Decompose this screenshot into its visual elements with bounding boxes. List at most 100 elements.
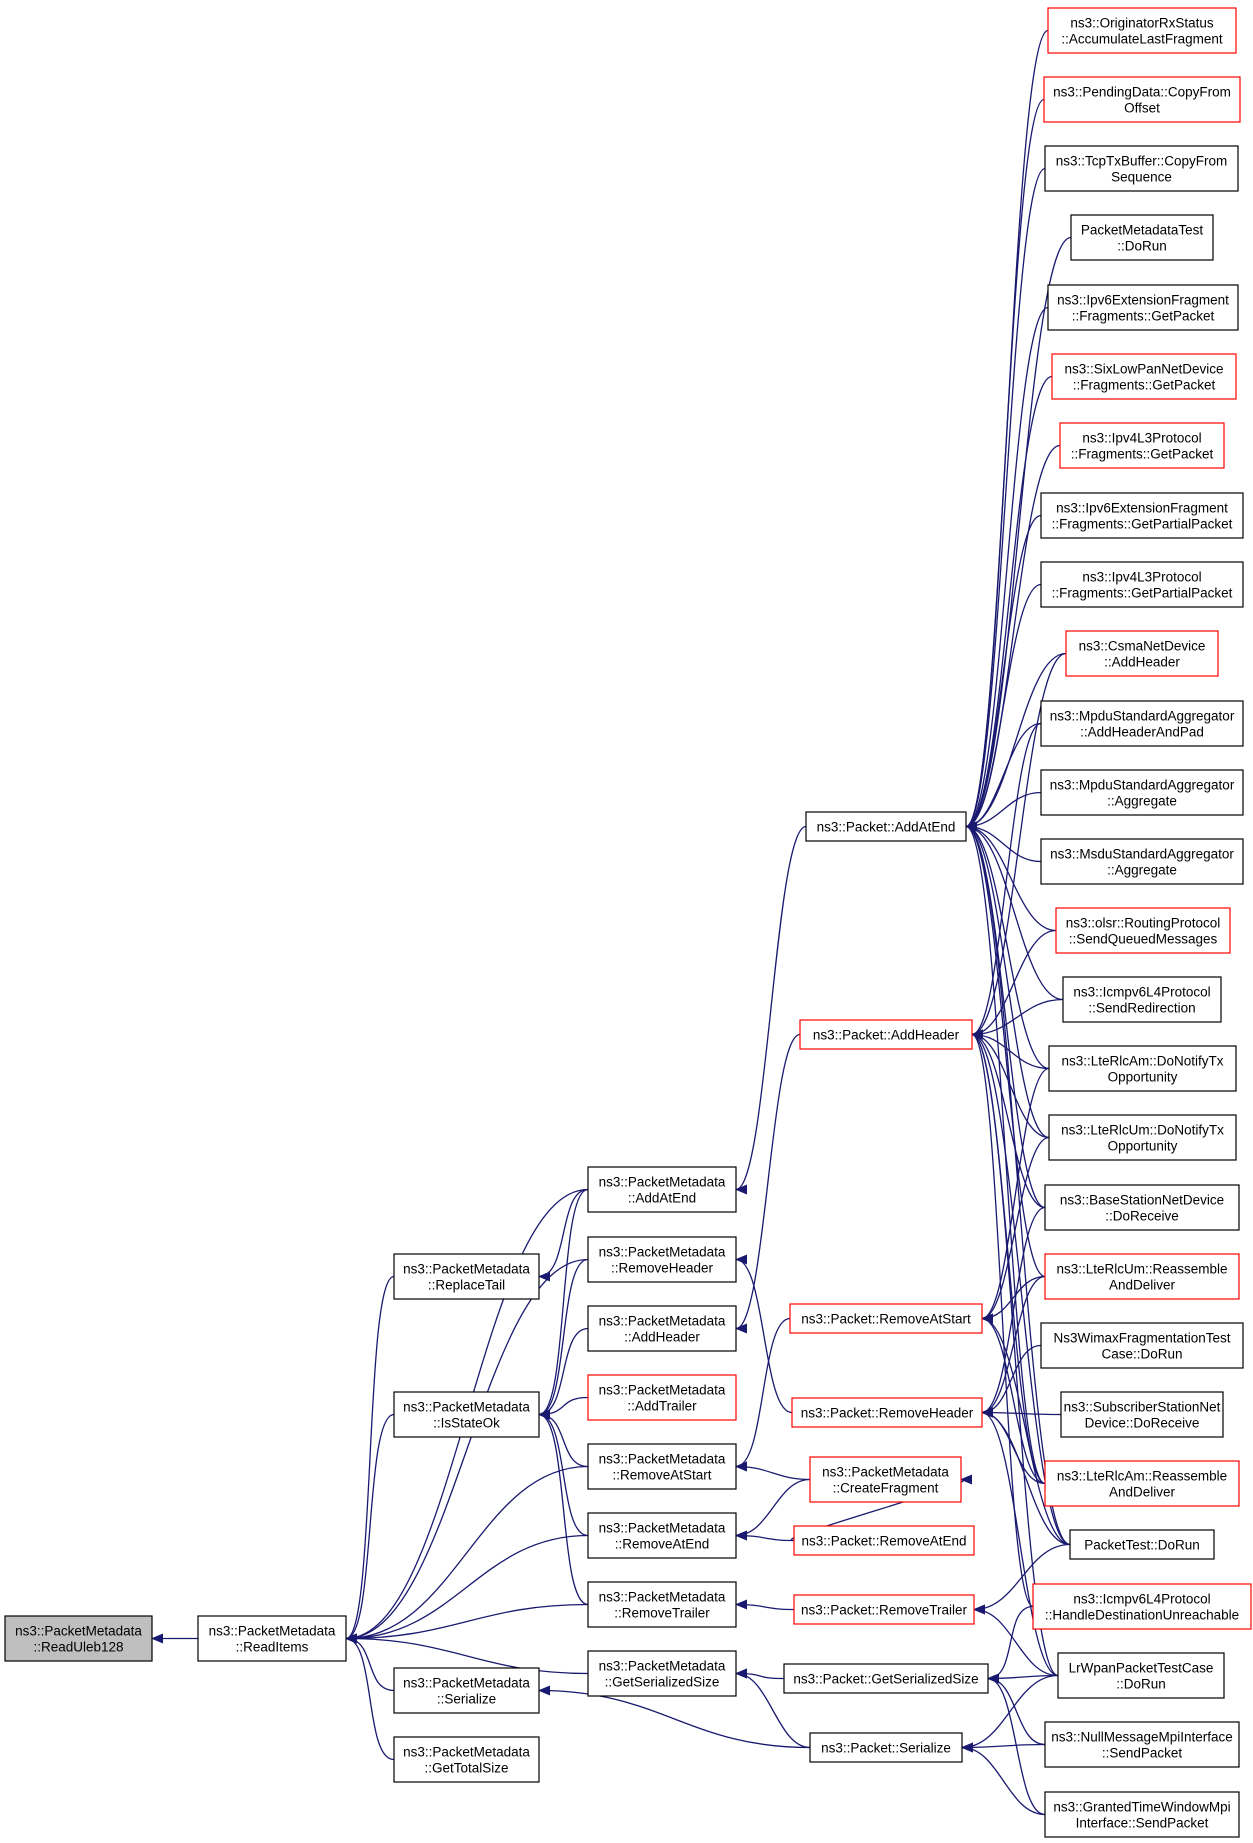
edge-p_removetrailer-to-pm_removetrailer bbox=[735, 1599, 795, 1611]
edge-p_removeatend-to-pm_removeatend bbox=[735, 1530, 795, 1542]
node-pm_removeatstart[interactable]: ns3::PacketMetadata::RemoveAtStart bbox=[587, 1443, 737, 1490]
node-label-line: ns3::LteRlcUm::DoNotifyTx bbox=[1061, 1123, 1224, 1138]
node-label-line: ns3::Packet::RemoveTrailer bbox=[801, 1603, 968, 1618]
node-box bbox=[1065, 630, 1219, 677]
node-p_serialize[interactable]: ns3::Packet::Serialize bbox=[809, 1732, 963, 1763]
node-label-line: Opportunity bbox=[1108, 1139, 1178, 1154]
node-mpdu_addheaderpad[interactable]: ns3::MpduStandardAggregator::AddHeaderAn… bbox=[1040, 700, 1244, 747]
node-label-line: ns3::LteRlcAm::DoNotifyTx bbox=[1061, 1054, 1223, 1069]
edge-pm_createfragment-to-pm_removeatstart bbox=[735, 1461, 811, 1481]
node-p_removetrailer[interactable]: ns3::Packet::RemoveTrailer bbox=[793, 1594, 975, 1625]
node-pm_addatend[interactable]: ns3::PacketMetadata::AddAtEnd bbox=[587, 1166, 737, 1213]
edge-olsr_sendqueued-to-p_addatend bbox=[965, 821, 1057, 932]
nodes-layer: ns3::PacketMetadata::ReadUleb128ns3::Pac… bbox=[4, 7, 1252, 1838]
node-box bbox=[587, 1166, 737, 1213]
edge-packettest_dorun-to-p_removeatstart bbox=[981, 1313, 1071, 1546]
node-mpdu_aggregate[interactable]: ns3::MpduStandardAggregator::Aggregate bbox=[1040, 769, 1244, 816]
node-ipv6ext_getpacket[interactable]: ns3::Ipv6ExtensionFragment::Fragments::G… bbox=[1047, 284, 1239, 331]
node-label-line: ::Aggregate bbox=[1107, 794, 1177, 809]
node-p_addatend[interactable]: ns3::Packet::AddAtEnd bbox=[805, 811, 967, 842]
node-replacetail[interactable]: ns3::PacketMetadata::ReplaceTail bbox=[393, 1253, 540, 1300]
node-csma_addheader[interactable]: ns3::CsmaNetDevice::AddHeader bbox=[1065, 630, 1219, 677]
node-readitems[interactable]: ns3::PacketMetadata::ReadItems bbox=[197, 1615, 347, 1662]
node-label-line: ::Fragments::GetPacket bbox=[1073, 378, 1216, 393]
node-label-line: ns3::MpduStandardAggregator bbox=[1050, 778, 1235, 793]
node-label-line: ::ReplaceTail bbox=[428, 1278, 505, 1293]
node-lrwpan_dorun[interactable]: LrWpanPacketTestCase::DoRun bbox=[1057, 1652, 1225, 1699]
edge-tcptxbuffer-to-p_addatend bbox=[965, 167, 1046, 832]
edge-pendingdata-to-p_addatend bbox=[965, 98, 1045, 832]
node-granted_send[interactable]: ns3::GrantedTimeWindowMpiInterface::Send… bbox=[1044, 1791, 1240, 1838]
edge-p_serialize-to-pm_serialize bbox=[538, 1685, 811, 1749]
edge-granted_send-to-p_getserializedsize bbox=[987, 1673, 1046, 1816]
node-subscriber_receive[interactable]: ns3::SubscriberStationNetDevice::DoRecei… bbox=[1060, 1391, 1224, 1438]
node-p_removeatstart[interactable]: ns3::Packet::RemoveAtStart bbox=[789, 1303, 983, 1334]
node-p_getserializedsize[interactable]: ns3::Packet::GetSerializedSize bbox=[783, 1663, 989, 1694]
node-pm_removeatend[interactable]: ns3::PacketMetadata::RemoveAtEnd bbox=[587, 1512, 737, 1559]
edge-packettest_dorun-to-p_removetrailer bbox=[973, 1543, 1071, 1615]
edge-ipv6ext_getpartial-to-p_addatend bbox=[965, 514, 1042, 832]
node-pm_removeheader[interactable]: ns3::PacketMetadata::RemoveHeader bbox=[587, 1236, 737, 1283]
node-pm_serialize[interactable]: ns3::PacketMetadata::Serialize bbox=[393, 1667, 540, 1714]
edge-lterlcum_reassemble-to-p_addatend bbox=[965, 821, 1046, 1278]
node-box bbox=[393, 1253, 540, 1300]
node-box bbox=[1055, 907, 1231, 954]
edge-pm_removeatend-to-isstateok bbox=[538, 1409, 589, 1537]
node-label-line: ::SendRedirection bbox=[1088, 1001, 1195, 1016]
node-label-line: ns3::Packet::RemoveAtStart bbox=[801, 1312, 971, 1327]
node-pm_getserializedsize[interactable]: ns3::PacketMetadata::GetSerializedSize bbox=[587, 1650, 737, 1697]
node-pmtest_dorun[interactable]: PacketMetadataTest::DoRun bbox=[1070, 214, 1214, 261]
node-p_removeatend[interactable]: ns3::Packet::RemoveAtEnd bbox=[793, 1525, 975, 1556]
node-label-line: ns3::Icmpv6L4Protocol bbox=[1073, 985, 1210, 1000]
node-icmpv6_handledest[interactable]: ns3::Icmpv6L4Protocol::HandleDestination… bbox=[1032, 1583, 1252, 1630]
node-packettest_dorun[interactable]: PacketTest::DoRun bbox=[1069, 1529, 1215, 1560]
node-label-line: Interface::SendPacket bbox=[1076, 1816, 1209, 1831]
node-msdu_aggregate[interactable]: ns3::MsduStandardAggregator::Aggregate bbox=[1040, 838, 1244, 885]
node-basestation_receive[interactable]: ns3::BaseStationNetDevice::DoReceive bbox=[1044, 1184, 1240, 1231]
node-p_removeheader[interactable]: ns3::Packet::RemoveHeader bbox=[791, 1397, 983, 1428]
node-label-line: ::AddAtEnd bbox=[628, 1191, 696, 1206]
node-isstateok[interactable]: ns3::PacketMetadata::IsStateOk bbox=[393, 1391, 540, 1438]
edge-p_addheader-to-pm_addheader bbox=[735, 1033, 801, 1334]
node-label-line: ns3::PacketMetadata bbox=[599, 1314, 726, 1329]
node-pm_removetrailer[interactable]: ns3::PacketMetadata::RemoveTrailer bbox=[587, 1581, 737, 1628]
node-label-line: ns3::PacketMetadata bbox=[599, 1383, 726, 1398]
node-label-line: ns3::PacketMetadata bbox=[822, 1465, 949, 1480]
node-pm_createfragment[interactable]: ns3::PacketMetadata::CreateFragment bbox=[809, 1456, 962, 1503]
node-label-line: ::CreateFragment bbox=[833, 1481, 939, 1496]
node-label-line: ns3::PacketMetadata bbox=[209, 1624, 336, 1639]
node-box bbox=[1040, 1322, 1244, 1369]
node-p_addheader[interactable]: ns3::Packet::AddHeader bbox=[799, 1019, 973, 1050]
node-olsr_sendqueued[interactable]: ns3::olsr::RoutingProtocol::SendQueuedMe… bbox=[1055, 907, 1231, 954]
node-label-line: ns3::Packet::RemoveHeader bbox=[801, 1406, 974, 1421]
edge-pm_removeheader-to-isstateok bbox=[538, 1258, 589, 1420]
edge-pm_removetrailer-to-readitems bbox=[345, 1603, 589, 1644]
node-readuleb128[interactable]: ns3::PacketMetadata::ReadUleb128 bbox=[4, 1615, 153, 1662]
node-originatorrx[interactable]: ns3::OriginatorRxStatus::AccumulateLastF… bbox=[1047, 7, 1237, 54]
edge-lterlcum_notify-to-p_addatend bbox=[965, 821, 1050, 1139]
node-ipv4l3_getpartial[interactable]: ns3::Ipv4L3Protocol::Fragments::GetParti… bbox=[1040, 561, 1244, 608]
node-label-line: ::AddHeaderAndPad bbox=[1080, 725, 1204, 740]
node-ipv4l3_getpacket[interactable]: ns3::Ipv4L3Protocol::Fragments::GetPacke… bbox=[1059, 422, 1225, 469]
node-pm_addtrailer[interactable]: ns3::PacketMetadata::AddTrailer bbox=[587, 1374, 737, 1421]
node-icmpv6_sendredir[interactable]: ns3::Icmpv6L4Protocol::SendRedirection bbox=[1062, 976, 1222, 1023]
node-pm_gettotalsize[interactable]: ns3::PacketMetadata::GetTotalSize bbox=[393, 1736, 540, 1783]
edge-pm_removeheader-to-readitems bbox=[345, 1258, 589, 1644]
node-pm_addheader[interactable]: ns3::PacketMetadata::AddHeader bbox=[587, 1305, 737, 1352]
node-ipv6ext_getpartial[interactable]: ns3::Ipv6ExtensionFragment::Fragments::G… bbox=[1040, 492, 1244, 539]
edge-lrwpan_dorun-to-p_removetrailer bbox=[973, 1604, 1059, 1677]
node-box bbox=[587, 1581, 737, 1628]
node-label-line: ns3::MpduStandardAggregator bbox=[1050, 709, 1235, 724]
node-nullmsg_send[interactable]: ns3::NullMessageMpiInterface::SendPacket bbox=[1044, 1721, 1240, 1768]
node-label-line: ns3::CsmaNetDevice bbox=[1079, 639, 1206, 654]
node-label-line: ns3::PacketMetadata bbox=[599, 1590, 726, 1605]
node-sixlowpan_getpacket[interactable]: ns3::SixLowPanNetDevice::Fragments::GetP… bbox=[1051, 353, 1237, 400]
